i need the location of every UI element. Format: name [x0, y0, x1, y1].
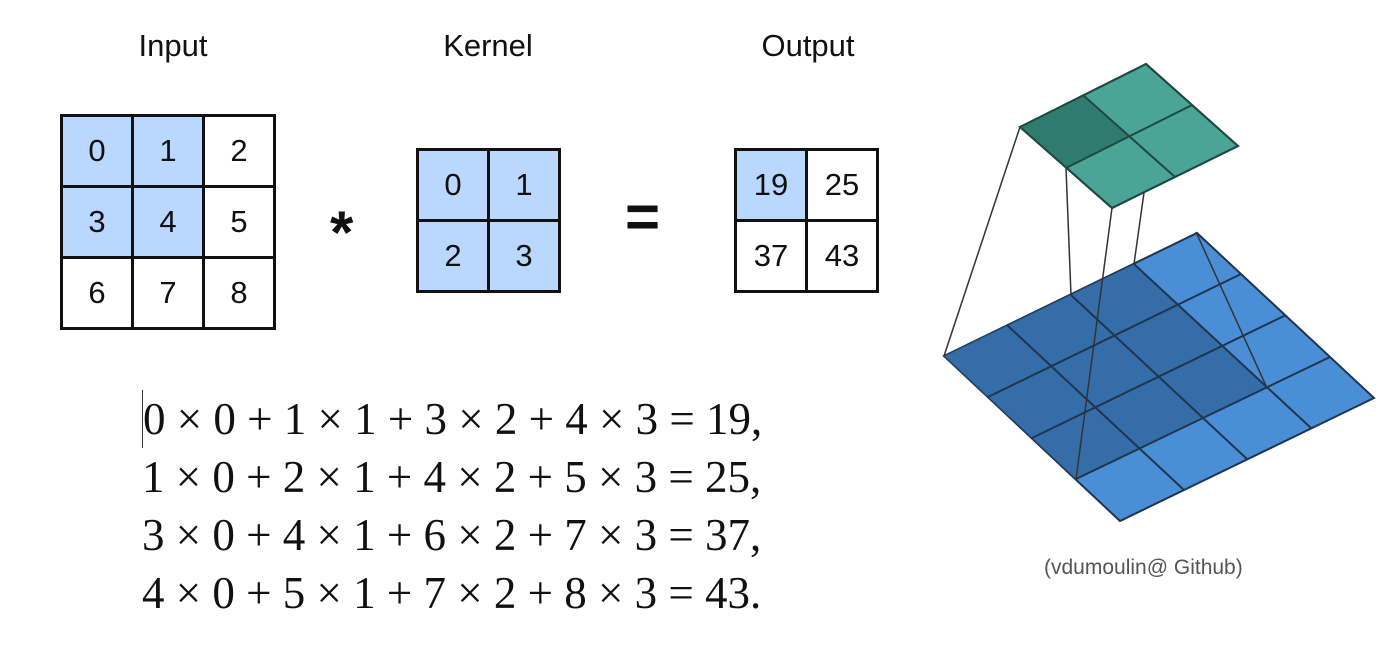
- input-cell: 2: [202, 114, 276, 188]
- equals-operator: =: [625, 183, 661, 250]
- output-plane: [1018, 62, 1240, 210]
- kernel-cell: 1: [487, 148, 561, 222]
- projection-lines: [943, 126, 1268, 480]
- equation-line: 3 × 0 + 4 × 1 + 6 × 2 + 7 × 3 = 37,: [142, 510, 762, 560]
- image-credit: (vdumoulin@ Github): [1044, 556, 1243, 579]
- input-cell: 3: [60, 185, 134, 259]
- input-cell: 1: [131, 114, 205, 188]
- convolve-operator: *: [330, 199, 354, 266]
- output-matrix: 19 25 37 43: [734, 148, 879, 293]
- output-cell: 37: [734, 219, 808, 293]
- convolution-3d-illustration: [942, 62, 1376, 523]
- input-cell: 7: [131, 256, 205, 330]
- kernel-cell: 0: [416, 148, 490, 222]
- input-cell: 0: [60, 114, 134, 188]
- equation-line: 1 × 0 + 2 × 1 + 4 × 2 + 5 × 3 = 25,: [142, 452, 762, 502]
- output-label: Output: [761, 28, 855, 63]
- kernel-label: Kernel: [443, 28, 533, 63]
- equations: 0 × 0 + 1 × 1 + 3 × 2 + 4 × 3 = 19, 1 × …: [142, 390, 762, 622]
- kernel-cell: 2: [416, 219, 490, 293]
- output-cell: 19: [734, 148, 808, 222]
- input-label: Input: [138, 28, 208, 63]
- output-cell: 43: [805, 219, 879, 293]
- input-matrix: 0 1 2 3 4 5 6 7 8: [60, 114, 276, 330]
- input-cell: 4: [131, 185, 205, 259]
- kernel-cell: 3: [487, 219, 561, 293]
- input-cell: 6: [60, 256, 134, 330]
- equation-line: 0 × 0 + 1 × 1 + 3 × 2 + 4 × 3 = 19,: [142, 390, 762, 448]
- output-cell: 25: [805, 148, 879, 222]
- input-plane: [942, 231, 1376, 523]
- kernel-matrix: 0 1 2 3: [416, 148, 561, 293]
- equation-line: 4 × 0 + 5 × 1 + 7 × 2 + 8 × 3 = 43.: [142, 568, 762, 618]
- input-cell: 5: [202, 185, 276, 259]
- input-cell: 8: [202, 256, 276, 330]
